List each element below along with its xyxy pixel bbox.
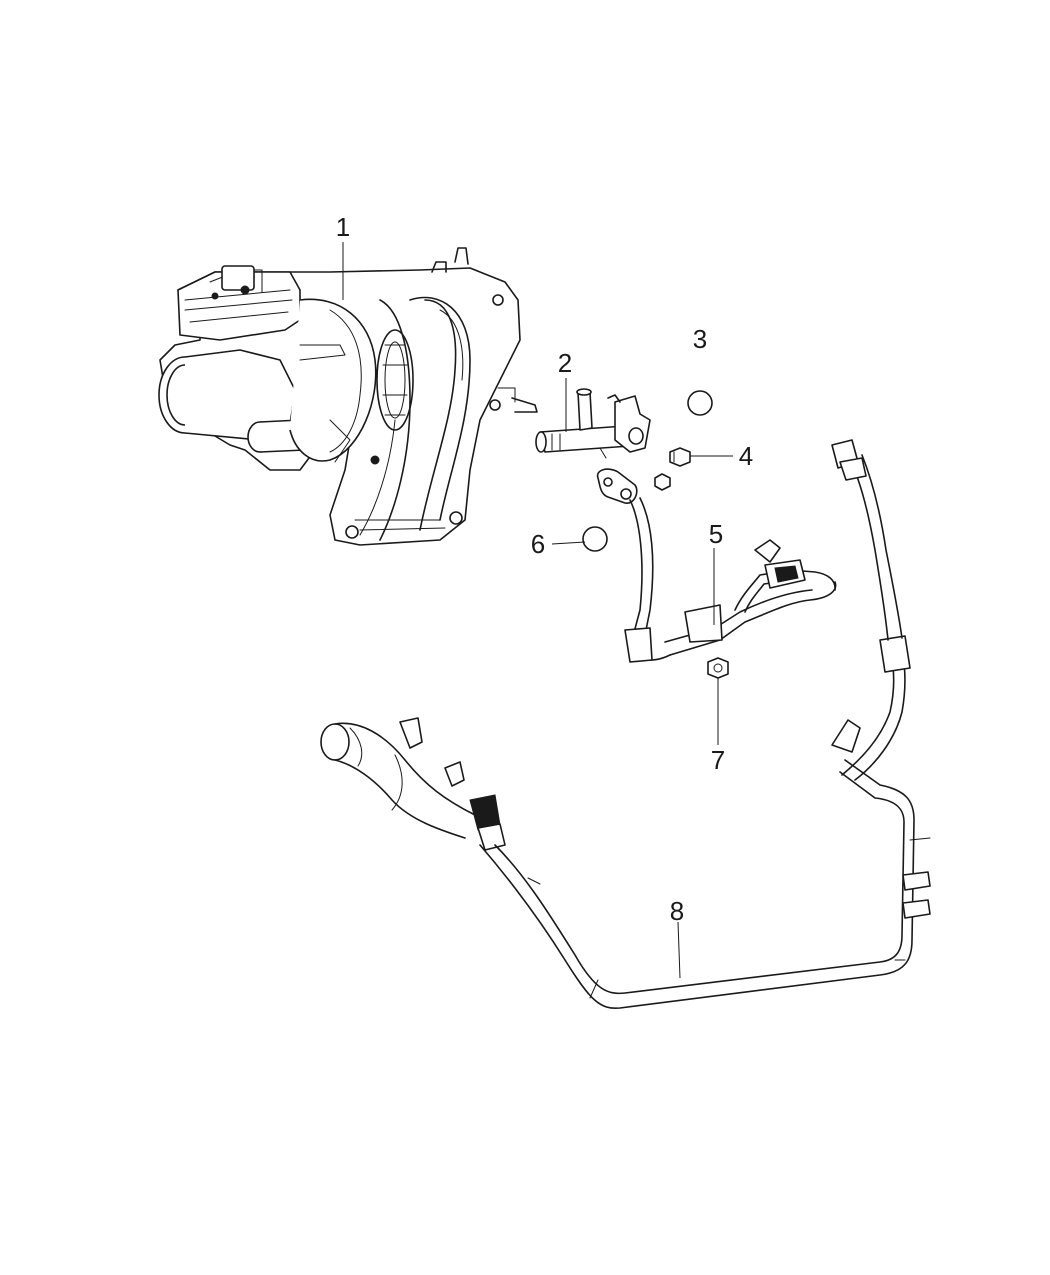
coolant-hose-part xyxy=(320,439,931,1010)
turbocharger-part xyxy=(158,247,538,546)
callout-1: 1 xyxy=(336,212,350,242)
callout-8: 8 xyxy=(670,896,684,926)
callout-6: 6 xyxy=(531,529,545,559)
callout-7: 7 xyxy=(711,745,725,775)
oil-return-tube-part xyxy=(596,468,837,663)
washer-part-6 xyxy=(582,526,608,552)
callout-5: 5 xyxy=(709,519,723,549)
callout-3: 3 xyxy=(693,324,707,354)
leader-line-8 xyxy=(677,921,681,979)
leader-line-6 xyxy=(551,541,586,545)
washer-part-3 xyxy=(687,390,713,416)
bolt-part-4 xyxy=(654,447,691,491)
callout-4: 4 xyxy=(739,441,753,471)
callouts: 1 2 3 4 5 6 7 8 xyxy=(336,212,753,926)
callout-2: 2 xyxy=(558,348,572,378)
nut-part-7 xyxy=(707,657,729,679)
leader-lines xyxy=(342,242,733,979)
oil-feed-tube-part xyxy=(535,388,651,459)
